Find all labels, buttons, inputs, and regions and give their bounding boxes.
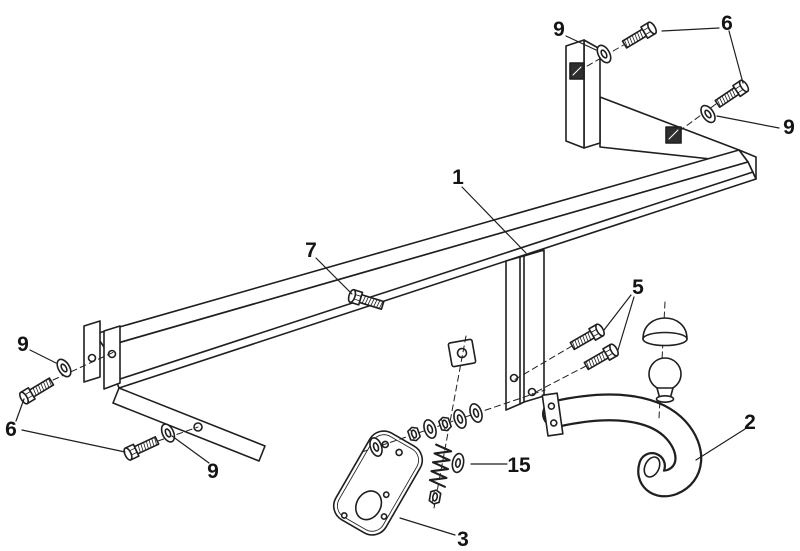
washer-9-far-right: [697, 102, 719, 126]
bolt-6-upper-right: [620, 20, 659, 51]
bolt-5a: [568, 322, 607, 353]
left-mounting-bracket: [83, 320, 266, 462]
part-label-1: 1: [452, 166, 464, 189]
part-labels: 9 6 9 1 7 5 9 6 9 15 2 3: [5, 12, 795, 551]
nut-spring-kit: [428, 488, 442, 506]
part-label-7: 7: [305, 239, 317, 262]
bolt-5b: [582, 342, 621, 373]
part-label-9-bottom: 9: [207, 460, 219, 483]
washer-stack-3: [450, 407, 470, 431]
washer-stack-2: [420, 417, 440, 441]
crossbar-beam: [94, 149, 757, 389]
nut-stack-2: [437, 414, 453, 434]
part-label-2: 2: [744, 411, 756, 434]
part-label-3: 3: [457, 528, 469, 551]
part-label-5: 5: [632, 276, 644, 299]
ball-cover-cap: [642, 317, 688, 347]
part-label-15: 15: [507, 454, 531, 477]
part-label-6-left: 6: [5, 418, 17, 441]
part-label-9-top: 9: [553, 18, 565, 41]
center-hitch-plate: [505, 249, 545, 411]
leader-lines: [15, 27, 780, 536]
towball-neck: [541, 392, 703, 498]
tow-ball: [648, 357, 682, 403]
nut-stack-1: [406, 424, 422, 444]
part-label-9-left: 9: [17, 333, 29, 356]
bolt-6-left-lower: [121, 433, 161, 462]
socket-mounting-plate: [332, 430, 424, 536]
coil-spring: [428, 443, 453, 488]
bolt-6-lower-right: [713, 78, 751, 111]
part-label-9-right: 9: [783, 116, 795, 139]
washer-spring-kit: [450, 451, 466, 475]
washer-9-left: [53, 356, 75, 380]
washer-stack-4: [466, 401, 486, 425]
part-label-6-right: 6: [721, 12, 733, 35]
backing-plate: [447, 338, 477, 368]
right-mounting-bracket: [565, 39, 749, 164]
